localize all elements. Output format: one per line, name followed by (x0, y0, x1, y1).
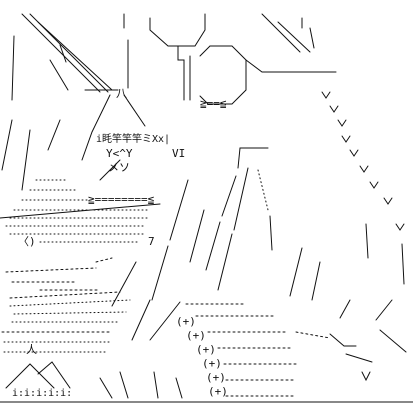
hand-mark-glyph: 7 (148, 235, 155, 248)
feet-base-glyph: i:i:i:i:i: (12, 388, 73, 399)
face-row-2: Y<^Y (106, 147, 133, 160)
plus-mark-6: (+) (208, 385, 228, 398)
plus-mark-2: (+) (186, 329, 206, 342)
knee-mark-glyph: 〈) (18, 235, 36, 248)
plus-mark-4: (+) (202, 357, 222, 370)
plus-mark-1: (+) (176, 315, 196, 328)
plus-mark-5: (+) (206, 371, 226, 384)
hood-top-glyph: 八 (116, 87, 127, 100)
lamp-bottom-glyph: ≧==≦ (200, 97, 227, 110)
face-row-3: メソ (108, 161, 130, 174)
shoulder-band-glyph: ≧========≦ (88, 193, 155, 206)
plus-mark-3: (+) (196, 343, 216, 356)
feet-row-glyph: 人 (26, 343, 37, 356)
face-row-side: VI (172, 147, 186, 160)
face-row-1: i眊竿竿竿ミXx| (96, 134, 171, 145)
